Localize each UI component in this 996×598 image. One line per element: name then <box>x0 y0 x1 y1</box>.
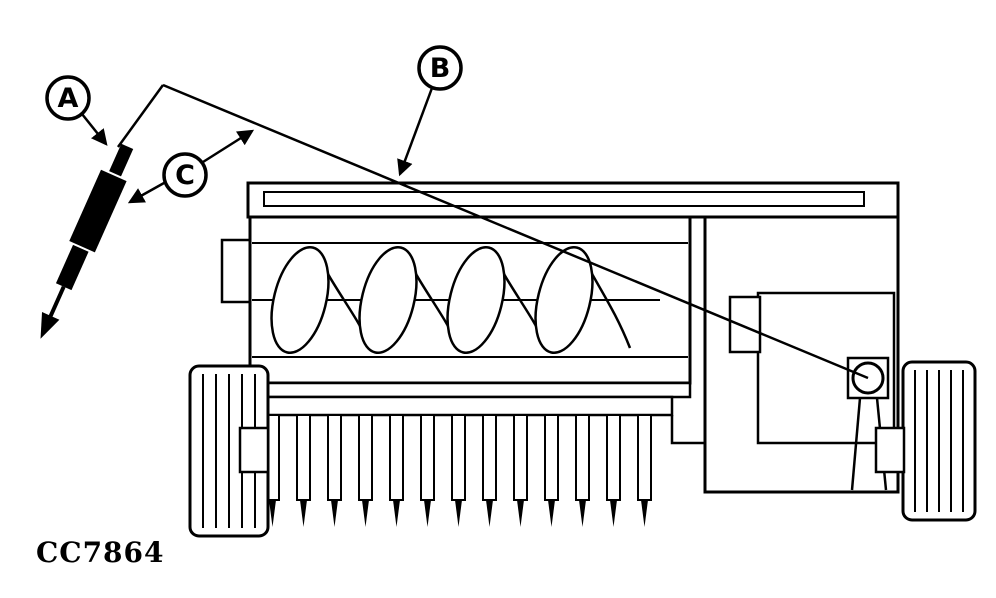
lower-band <box>248 381 692 399</box>
grease-gun-nozzle <box>109 143 134 177</box>
pulley-fork-left <box>850 397 862 491</box>
leader-bend-line <box>116 84 165 148</box>
tine <box>420 414 435 501</box>
top-rail-outline <box>246 181 900 219</box>
grease-gun-body <box>69 169 127 253</box>
top-rail-inner-line <box>263 191 865 207</box>
tine-needle <box>641 500 648 527</box>
tine-needle <box>486 500 493 527</box>
tine <box>482 414 497 501</box>
tine <box>544 414 559 501</box>
tine-needle <box>548 500 555 527</box>
tine <box>451 414 466 501</box>
tine-needle <box>269 500 276 527</box>
callout-a-label: A <box>58 83 79 114</box>
auger-flight <box>358 245 418 355</box>
figure-code: CC7864 <box>36 536 165 569</box>
tine-needle <box>393 500 400 527</box>
tine-needle <box>610 500 617 527</box>
machine-body <box>220 181 900 527</box>
tine-needle <box>455 500 462 527</box>
tine-needle <box>362 500 369 527</box>
callout-c-arrow-to-gun <box>127 181 165 204</box>
auger-flight <box>270 245 330 355</box>
tine-needle <box>300 500 307 527</box>
wheels <box>188 360 977 538</box>
frame-step <box>670 415 706 445</box>
auger-flight <box>534 245 594 355</box>
callout-c-label: C <box>175 160 195 191</box>
tine-needle <box>424 500 431 527</box>
grease-gun <box>40 143 134 339</box>
long-leader-line <box>162 83 869 380</box>
tine-bar <box>254 395 674 417</box>
tine <box>389 414 404 501</box>
callout-c-circle <box>162 152 208 198</box>
grease-gun-arrow-shaft <box>48 285 66 319</box>
grease-gun-barrel <box>55 244 89 291</box>
callout-b-arrow <box>397 87 434 177</box>
right-frame-outline <box>703 215 900 494</box>
right-frame-small-box <box>728 295 762 354</box>
left-axle-bracket <box>238 426 270 474</box>
grease-gun-arrowhead <box>40 312 60 339</box>
auger <box>270 245 632 355</box>
callout-b-circle <box>417 45 463 91</box>
callout-a-circle <box>45 75 91 121</box>
tine-needle <box>579 500 586 527</box>
right-frame-inner-panel <box>756 291 896 445</box>
tine <box>575 414 590 501</box>
auger-flight <box>446 245 506 355</box>
callout-a-arrow <box>81 113 108 146</box>
callout-b: B <box>397 45 463 177</box>
tine <box>637 414 652 501</box>
tine <box>513 414 528 501</box>
tine <box>606 414 621 501</box>
left-bracket <box>220 238 252 304</box>
tine-needle <box>331 500 338 527</box>
callout-c-arrow-to-line <box>202 129 255 164</box>
callout-c: C <box>127 129 255 204</box>
tine <box>296 414 311 501</box>
callout-b-label: B <box>430 53 451 84</box>
callout-a: A <box>45 75 108 146</box>
tine-needle <box>517 500 524 527</box>
tine <box>358 414 373 501</box>
pickup-tines <box>265 414 652 527</box>
right-axle-bracket <box>874 426 906 474</box>
tine <box>327 414 342 501</box>
